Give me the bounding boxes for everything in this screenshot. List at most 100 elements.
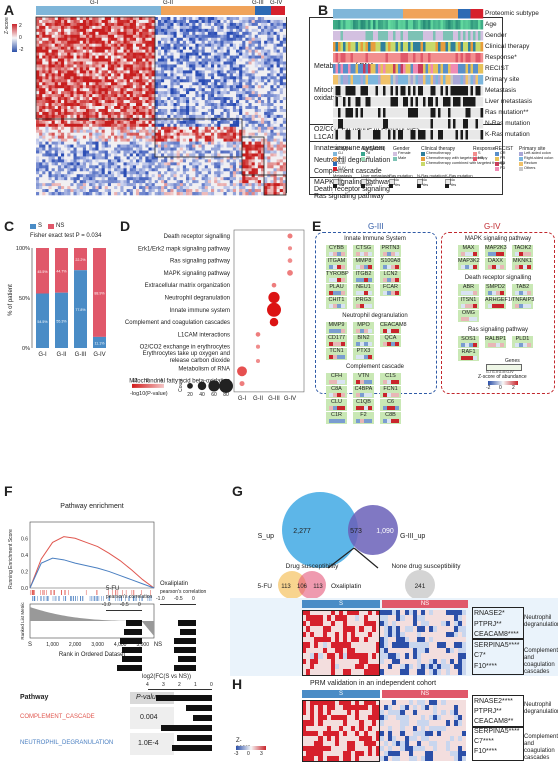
heat-cell xyxy=(67,46,71,50)
heat-cell xyxy=(279,100,284,104)
heat-cell xyxy=(229,165,234,169)
heat-cell xyxy=(86,168,90,172)
heat-cell xyxy=(189,91,193,95)
heat-cell xyxy=(132,171,137,175)
heat-cell xyxy=(61,94,65,98)
heat-cell xyxy=(189,82,193,86)
heat-cell xyxy=(270,117,274,122)
heat-cell xyxy=(176,183,181,187)
heat-cell xyxy=(154,82,159,86)
heat-cell xyxy=(207,52,212,56)
heat-cell xyxy=(229,138,234,142)
heat-cell xyxy=(39,174,43,178)
heat-cell xyxy=(95,19,99,24)
heat-cell xyxy=(136,106,140,110)
heat-cell xyxy=(114,37,118,42)
heat-cell xyxy=(214,46,218,50)
heat-cell xyxy=(67,52,71,56)
heat-cell xyxy=(107,165,112,169)
heat-cell xyxy=(48,88,52,92)
heat-cell xyxy=(254,73,259,77)
heat-cell xyxy=(45,19,49,24)
heat-cell xyxy=(242,37,246,42)
heat-cell xyxy=(251,150,256,154)
heat-cell xyxy=(139,111,143,116)
heat-cell xyxy=(86,97,90,101)
heat-cell xyxy=(132,40,137,44)
heat-cell xyxy=(214,192,218,196)
heat-cell xyxy=(36,73,40,77)
heat-cell xyxy=(217,73,221,77)
heat-cell xyxy=(226,91,231,95)
heat-cell xyxy=(270,144,274,148)
track-cell xyxy=(473,20,476,30)
heat-cell xyxy=(132,52,137,56)
heat-cell xyxy=(89,186,93,190)
heat-cell xyxy=(67,147,71,151)
heat-cell xyxy=(248,31,252,36)
heat-cell xyxy=(232,141,237,145)
heat-cell xyxy=(214,108,218,113)
heat-cell xyxy=(204,177,209,181)
heat-cell xyxy=(67,49,71,53)
heat-cell xyxy=(136,156,140,160)
heat-cell xyxy=(142,138,146,142)
heat-cell xyxy=(139,76,143,80)
heat-cell xyxy=(89,103,93,107)
heat-cell xyxy=(245,19,249,24)
heat-cell xyxy=(248,82,252,86)
heat-cell xyxy=(229,46,234,50)
heat-cell xyxy=(142,28,146,33)
heat-cell xyxy=(45,177,49,181)
heat-cell xyxy=(67,174,71,178)
heat-cell xyxy=(39,126,43,131)
heat-cell xyxy=(170,117,174,122)
heat-cell xyxy=(132,168,137,172)
heat-cell xyxy=(239,180,243,184)
heat-cell xyxy=(148,85,152,89)
heat-cell xyxy=(232,144,237,148)
heat-cell xyxy=(101,85,106,89)
heat-cell xyxy=(211,31,215,36)
heat-cell xyxy=(236,135,240,139)
heat-cell xyxy=(176,117,181,122)
heat-cell xyxy=(111,19,115,24)
heat-cell xyxy=(273,79,277,83)
heat-cell xyxy=(267,180,271,184)
heat-cell xyxy=(226,52,231,56)
heat-cell xyxy=(211,28,215,33)
heat-cell xyxy=(126,37,131,42)
heat-cell xyxy=(164,17,168,21)
heat-cell xyxy=(139,55,143,59)
heat-cell xyxy=(245,52,249,56)
heat-cell xyxy=(189,123,193,128)
heat-cell xyxy=(264,165,268,169)
heat-cell xyxy=(151,135,156,139)
heat-cell xyxy=(239,189,243,193)
heat-cell xyxy=(279,79,284,83)
heat-cell xyxy=(132,76,137,80)
heat-cell xyxy=(257,103,262,107)
heat-cell xyxy=(142,76,146,80)
heat-cell xyxy=(111,135,115,139)
heat-cell xyxy=(61,165,65,169)
heat-cell xyxy=(261,79,265,83)
heat-cell xyxy=(214,17,218,21)
heat-cell xyxy=(273,126,277,131)
heat-cell xyxy=(273,192,277,196)
heat-cell xyxy=(67,183,71,187)
heat-cell xyxy=(123,88,127,92)
track-cell xyxy=(423,31,426,41)
heat-cell xyxy=(267,28,271,33)
heat-cell xyxy=(61,55,65,59)
heat-cell xyxy=(104,108,109,113)
heat-cell xyxy=(82,171,87,175)
track-cell xyxy=(353,20,356,30)
heat-cell xyxy=(270,88,274,92)
heat-cell xyxy=(161,97,165,101)
heat-cell xyxy=(239,192,243,196)
heat-cell xyxy=(242,61,246,65)
heat-cell xyxy=(42,103,46,107)
heat-cell xyxy=(114,73,118,77)
heat-cell xyxy=(179,25,184,30)
